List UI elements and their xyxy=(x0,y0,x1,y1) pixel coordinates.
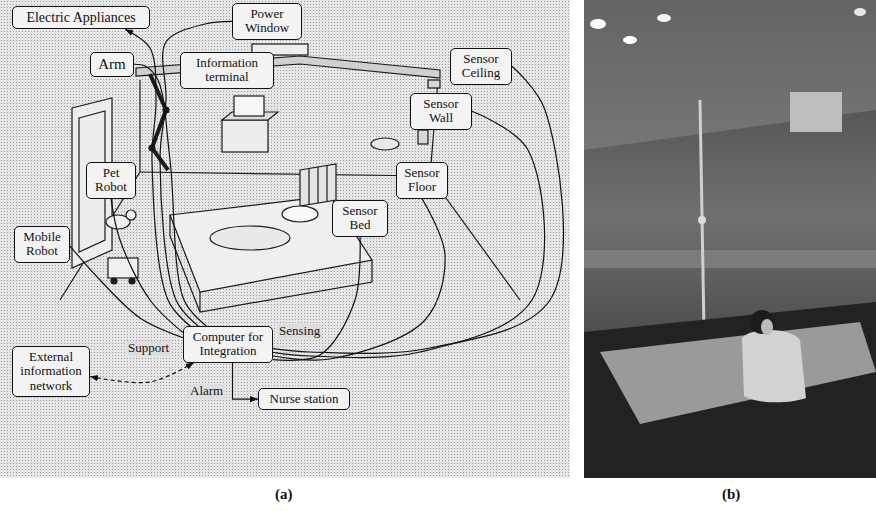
ceiling-sensor xyxy=(428,80,440,88)
node-text: Computer for Integration xyxy=(188,330,268,359)
room-drawing xyxy=(60,44,520,312)
station-box: Nurse station xyxy=(258,388,350,410)
node-text: Information terminal xyxy=(185,56,269,85)
headboard-slat xyxy=(308,169,309,205)
connector-line xyxy=(111,199,183,333)
node-text: Arm xyxy=(95,56,129,73)
wall-edge xyxy=(139,80,140,172)
sensor-box: Sensor Floor xyxy=(396,162,448,199)
patient xyxy=(210,226,290,250)
connector-line xyxy=(233,363,259,400)
headboard-slat xyxy=(326,166,327,202)
node-text: Sensor Ceiling xyxy=(455,52,507,81)
appliance-box: Electric Appliances xyxy=(12,6,150,29)
arm-joint xyxy=(163,107,169,113)
panel-label: (a) xyxy=(273,486,295,503)
terminal-desk xyxy=(222,120,268,152)
connector-line xyxy=(134,64,206,326)
person-body xyxy=(742,330,806,402)
connector-line xyxy=(273,199,445,360)
connector-line xyxy=(273,111,545,357)
computer-box: Computer for Integration xyxy=(183,326,273,363)
node-text: Sensor Wall xyxy=(415,97,467,126)
connector-line xyxy=(273,66,563,353)
ceiling-light xyxy=(657,14,671,22)
person-head xyxy=(750,310,774,334)
node-text: Power Window xyxy=(237,7,297,36)
pillow xyxy=(282,206,318,222)
connector-line xyxy=(70,246,183,338)
photo-ceiling xyxy=(584,0,876,150)
robot-wheel xyxy=(129,278,135,284)
wall-band xyxy=(584,250,876,268)
node-text: Pet Robot xyxy=(91,166,131,195)
connector-line xyxy=(90,363,194,383)
flow-label: Support xyxy=(126,341,171,356)
node-text: Nurse station xyxy=(263,392,345,406)
bed-sheet xyxy=(600,322,876,424)
bed-frame xyxy=(199,292,200,312)
network-box: External information network xyxy=(12,346,90,397)
panel-label: (b) xyxy=(720,486,742,503)
terminal-monitor xyxy=(234,96,264,116)
panel-ground xyxy=(0,0,570,478)
ceiling-light xyxy=(854,8,866,16)
flow-label: Sensing xyxy=(277,324,322,339)
window-box: Power Window xyxy=(232,3,302,40)
photo-bed xyxy=(584,302,876,478)
node-text: Electric Appliances xyxy=(17,10,145,25)
wall-panel xyxy=(790,92,842,132)
connector-line xyxy=(273,237,360,361)
room-photo xyxy=(584,0,876,478)
node-text: Sensor Bed xyxy=(337,204,383,233)
photo-arm xyxy=(700,100,704,330)
sensor-box: Sensor Bed xyxy=(332,200,388,237)
ceiling-light xyxy=(590,19,606,29)
pet-robot-head xyxy=(126,210,136,220)
robot-wheel xyxy=(111,278,117,284)
mobile-robot xyxy=(108,258,138,278)
node-text: Mobile Robot xyxy=(19,230,65,259)
sensor-box: Sensor Ceiling xyxy=(450,48,512,85)
arm-joint xyxy=(698,216,706,224)
sensor-box: Sensor Wall xyxy=(410,93,472,130)
arm-box: Arm xyxy=(90,52,134,77)
person-face xyxy=(761,319,773,335)
wall-sensor xyxy=(418,130,428,144)
floor-edge xyxy=(140,172,430,176)
edge-label: Alarm xyxy=(188,384,225,399)
robot-box: Mobile Robot xyxy=(14,226,70,263)
terminal-box: Information terminal xyxy=(180,52,274,89)
floor-sensor xyxy=(371,138,399,150)
photo-ground xyxy=(584,0,876,478)
node-text: Sensor Floor xyxy=(401,166,443,195)
ceiling-light xyxy=(623,36,637,44)
robot-box: Pet Robot xyxy=(86,162,136,199)
headboard-slat xyxy=(317,167,318,203)
node-text: External information network xyxy=(17,350,85,393)
headboard xyxy=(300,164,336,206)
